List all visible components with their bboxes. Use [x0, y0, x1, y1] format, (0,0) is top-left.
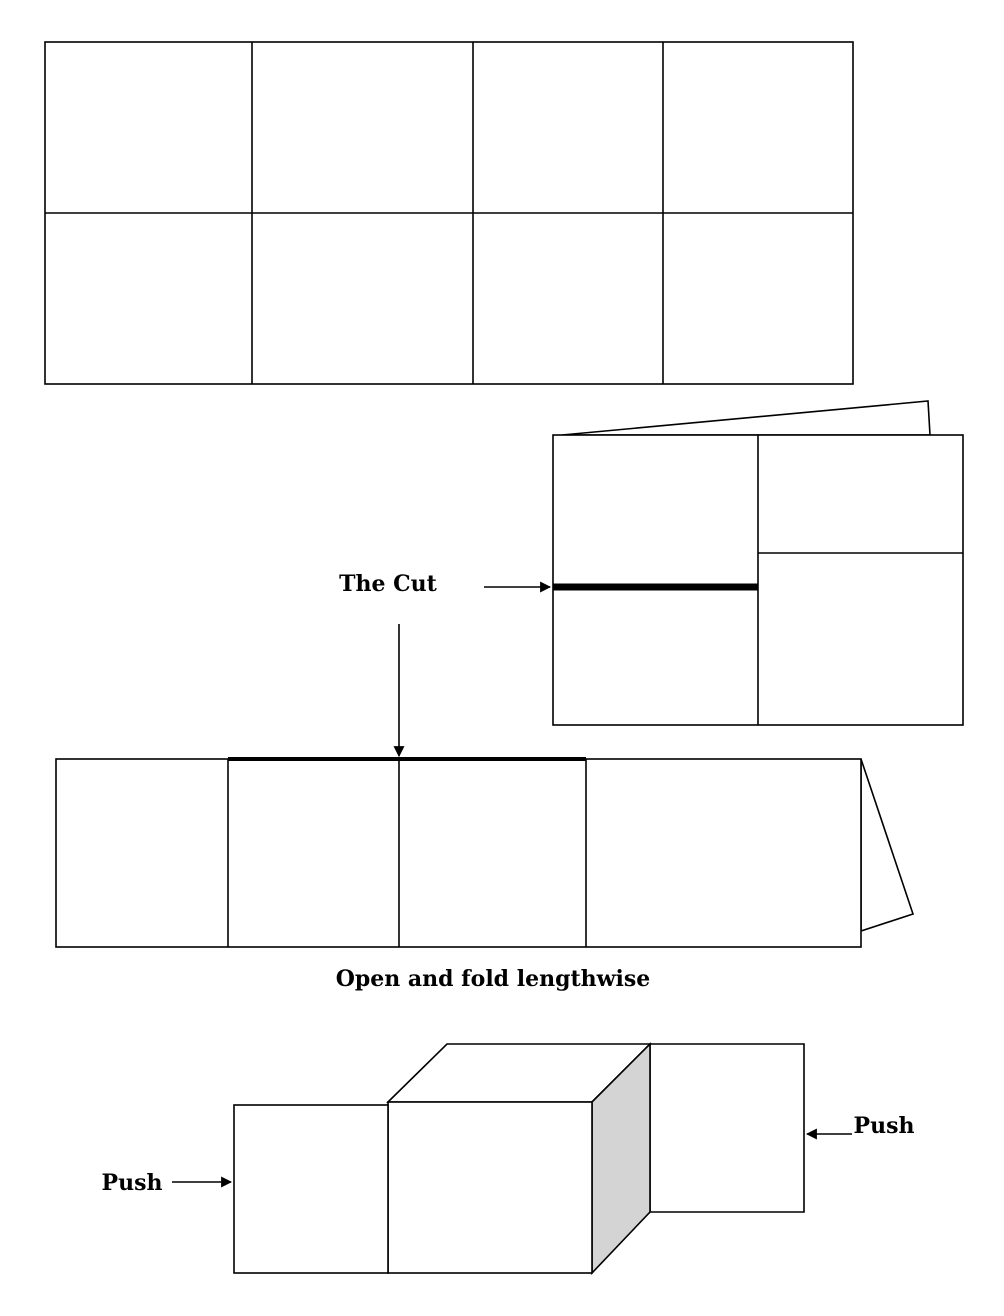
push-book-step4: [233, 1042, 805, 1276]
push-right-label: Push: [854, 1113, 915, 1139]
right-flap: [649, 1043, 805, 1213]
cube-front-face: [387, 1101, 593, 1274]
cut-label: The Cut: [339, 571, 438, 597]
paper-grid-step1: [44, 41, 854, 385]
folded-paper-step2: [552, 400, 964, 726]
lengthwise-fold-step3: [55, 757, 915, 948]
open-fold-caption: Open and fold lengthwise: [336, 966, 651, 992]
left-flap: [233, 1104, 389, 1274]
push-left-label: Push: [102, 1170, 163, 1196]
